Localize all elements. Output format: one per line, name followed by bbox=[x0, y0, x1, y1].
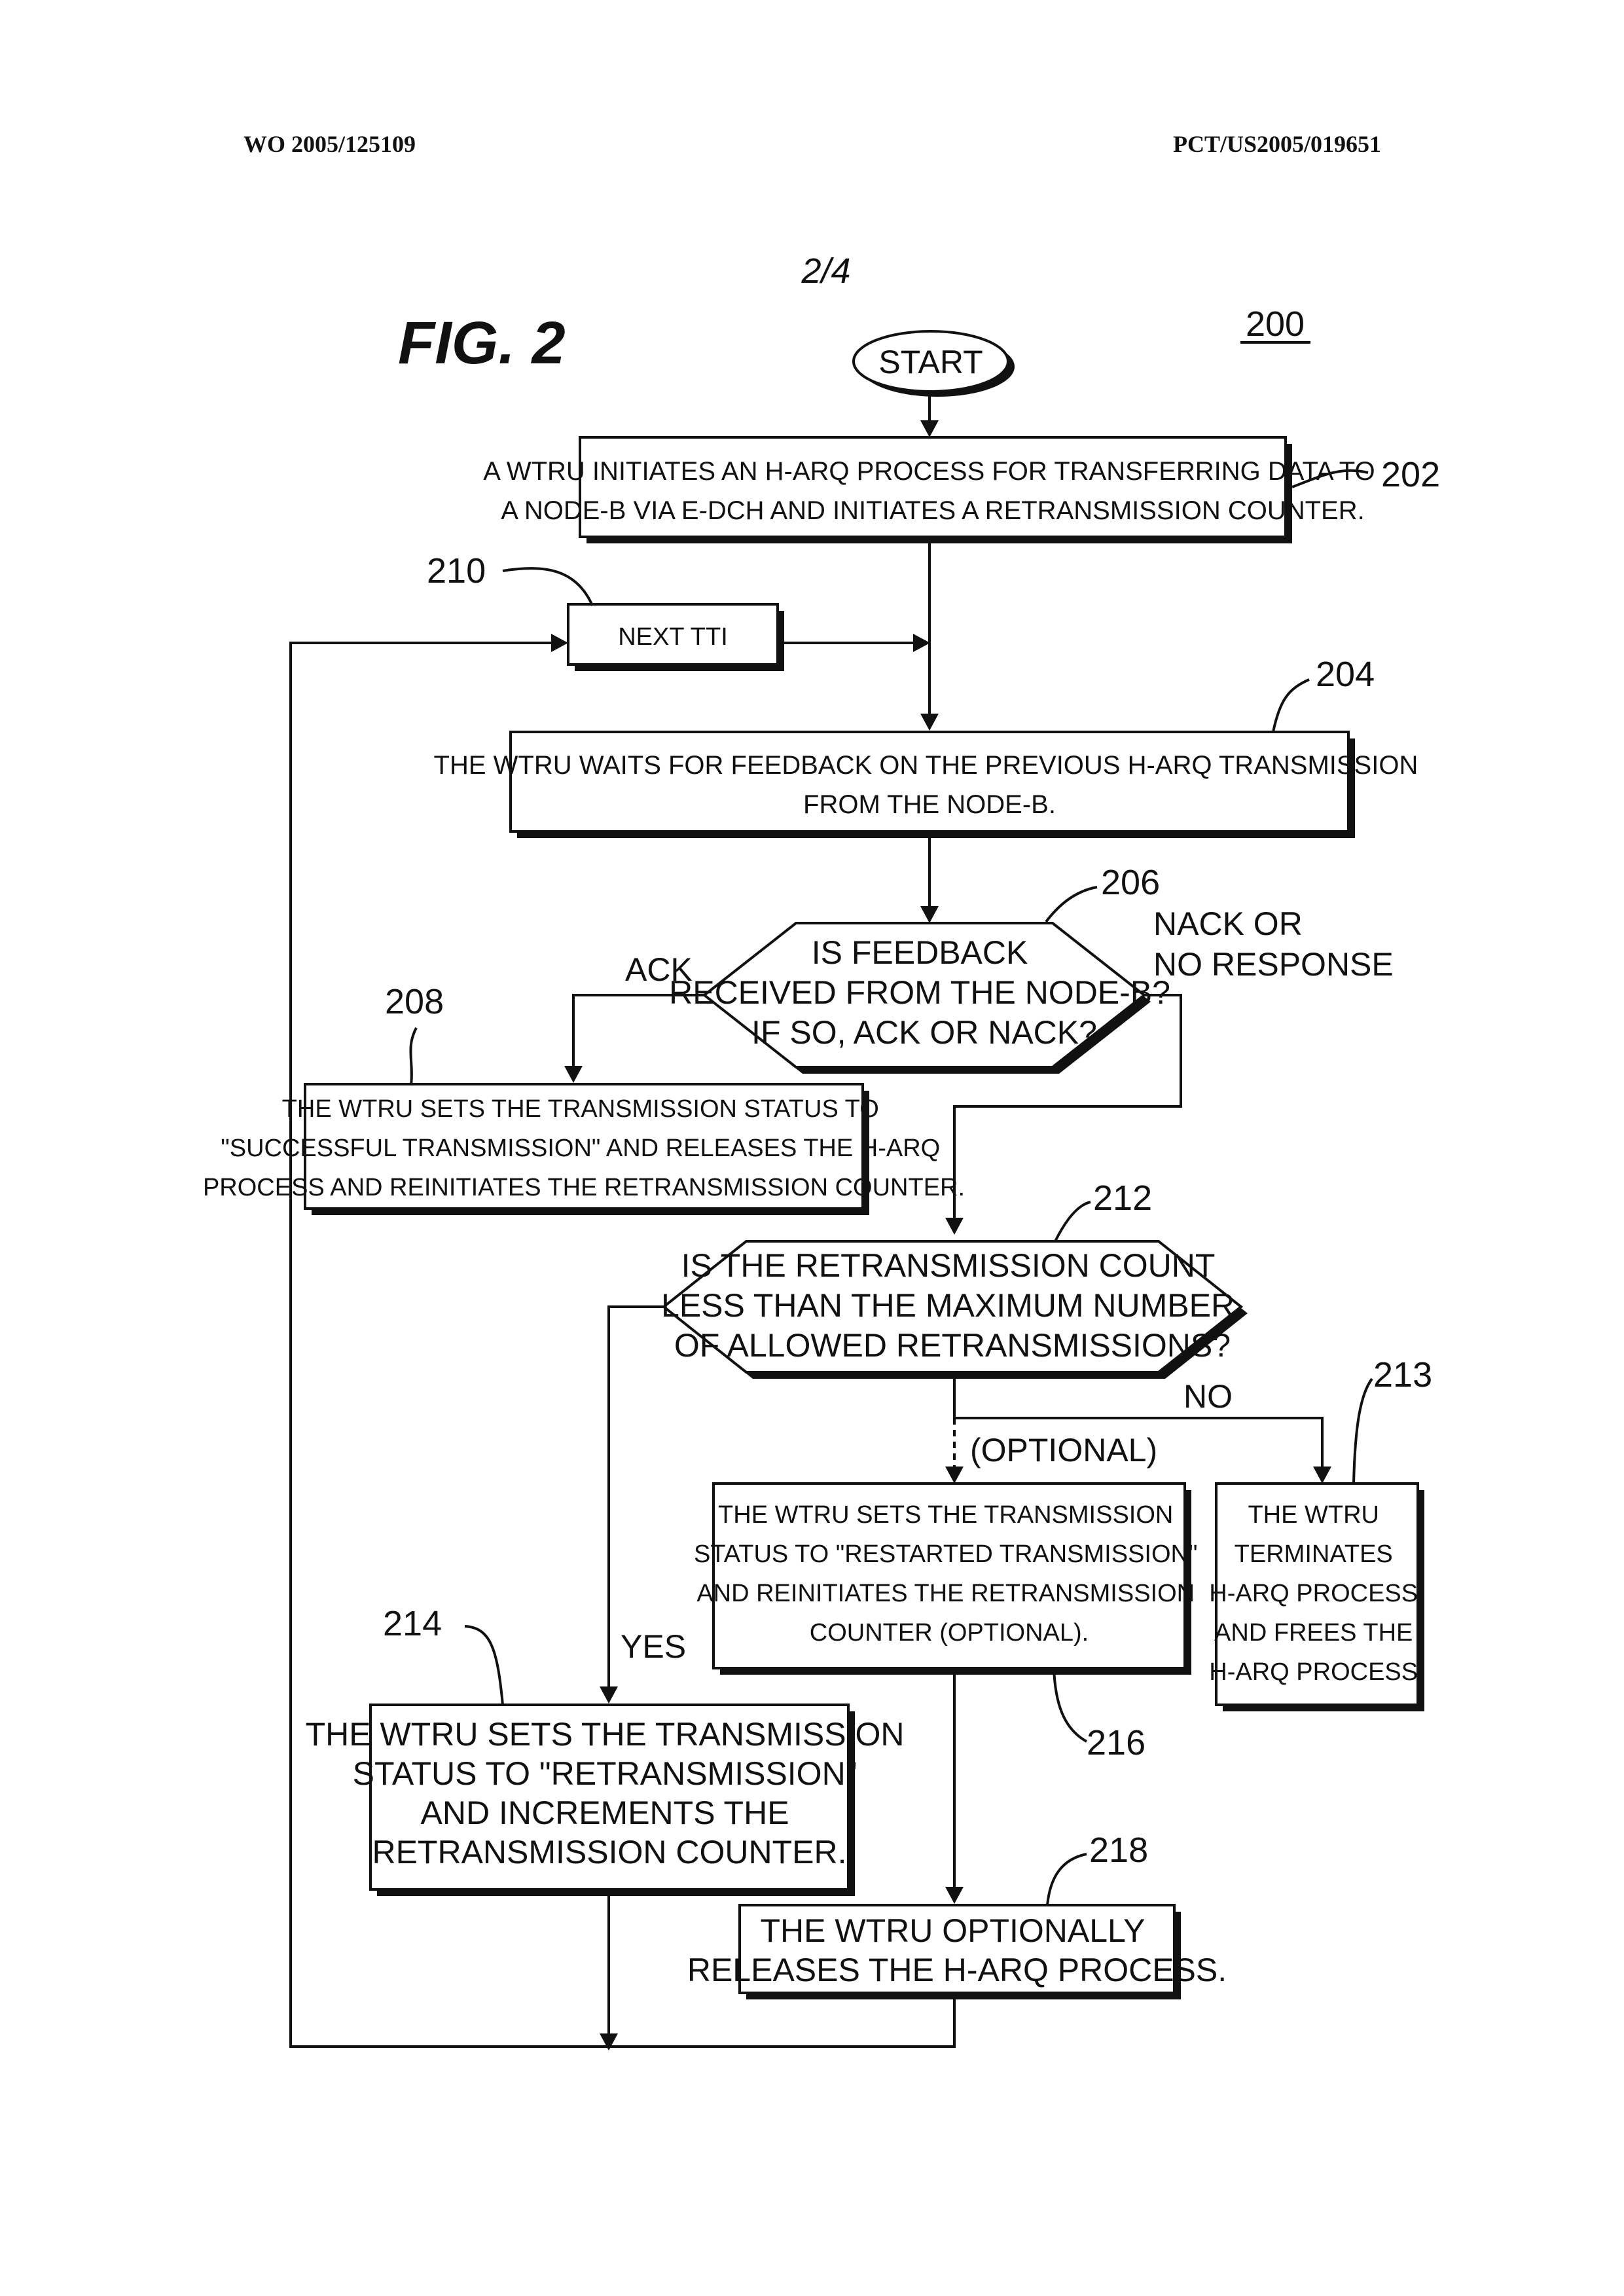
step-204-line-1: THE WTRU WAITS FOR FEEDBACK ON THE PREVI… bbox=[434, 751, 1418, 780]
ref-208: 208 bbox=[385, 982, 444, 1021]
decision-206-line-2: RECEIVED FROM THE NODE-B? bbox=[669, 974, 1170, 1011]
step-214-line-1: THE WTRU SETS THE TRANSMISSION bbox=[306, 1716, 905, 1753]
edge-label-yes: YES bbox=[621, 1628, 686, 1665]
ref-216: 216 bbox=[1087, 1723, 1146, 1762]
step-210-next-tti: NEXT TTI bbox=[568, 604, 784, 671]
edge-label-no: NO bbox=[1183, 1378, 1233, 1415]
step-218-line-1: THE WTRU OPTIONALLY bbox=[760, 1912, 1145, 1949]
decision-206-line-1: IS FEEDBACK bbox=[812, 934, 1028, 971]
edge-label-optional: (OPTIONAL) bbox=[970, 1432, 1157, 1468]
decision-206-feedback-received: IS FEEDBACK RECEIVED FROM THE NODE-B? IF… bbox=[669, 923, 1180, 1074]
step-204-wait-feedback: THE WTRU WAITS FOR FEEDBACK ON THE PREVI… bbox=[434, 732, 1426, 838]
ref-202: 202 bbox=[1381, 455, 1440, 494]
ref-212-leader bbox=[1055, 1202, 1091, 1241]
decision-212-line-1: IS THE RETRANSMISSION COUNT bbox=[681, 1247, 1215, 1284]
step-210-label: NEXT TTI bbox=[618, 623, 728, 651]
svg-text:THE WTRU SETS THE TRANSMISSION: THE WTRU SETS THE TRANSMISSION STATUS TO… bbox=[203, 1095, 965, 1201]
step-214-retransmission: THE WTRU SETS THE TRANSMISSION STATUS TO… bbox=[306, 1705, 914, 1896]
step-216-line-1: THE WTRU SETS THE TRANSMISSION bbox=[718, 1501, 1173, 1529]
step-208-line-3: PROCESS AND REINITIATES THE RETRANSMISSI… bbox=[203, 1174, 965, 1201]
decision-212-retransmission-count: IS THE RETRANSMISSION COUNT LESS THAN TH… bbox=[661, 1241, 1248, 1379]
edge-label-nack: NACK OR NO RESPONSE bbox=[1153, 905, 1394, 983]
step-216-restarted-transmission: THE WTRU SETS THE TRANSMISSION STATUS TO… bbox=[694, 1484, 1204, 1675]
ref-214: 214 bbox=[383, 1604, 442, 1643]
step-202-line-1: A WTRU INITIATES AN H-ARQ PROCESS FOR TR… bbox=[483, 457, 1375, 486]
sheet-number: 2/4 bbox=[801, 251, 850, 291]
ref-204-leader bbox=[1273, 680, 1309, 732]
ref-210: 210 bbox=[427, 551, 486, 591]
figure-reference: 200 bbox=[1246, 304, 1305, 344]
figure-title: FIG. 2 bbox=[398, 310, 566, 376]
start-label: START bbox=[878, 344, 983, 380]
step-202-initiate-harq: A WTRU INITIATES AN H-ARQ PROCESS FOR TR… bbox=[483, 437, 1382, 543]
step-216-line-2: STATUS TO "RESTARTED TRANSMISSION" bbox=[694, 1540, 1198, 1568]
ref-206: 206 bbox=[1101, 863, 1160, 902]
step-208-line-2: "SUCCESSFUL TRANSMISSION" AND RELEASES T… bbox=[221, 1135, 940, 1162]
edge-label-ack: ACK bbox=[625, 951, 693, 988]
step-216-line-4: COUNTER (OPTIONAL). bbox=[810, 1619, 1089, 1647]
step-213-line-4: AND FREES THE bbox=[1214, 1619, 1413, 1647]
step-213-line-5: H-ARQ PROCESS. bbox=[1209, 1658, 1424, 1686]
start-terminal: START bbox=[854, 331, 1015, 397]
step-208-successful-transmission: THE WTRU SETS THE TRANSMISSION STATUS TO… bbox=[203, 1084, 965, 1215]
step-213-line-3: H-ARQ PROCESS bbox=[1209, 1580, 1418, 1607]
ref-212: 212 bbox=[1093, 1178, 1152, 1218]
ref-218: 218 bbox=[1089, 1831, 1148, 1870]
step-216-line-3: AND REINITIATES THE RETRANSMISSION bbox=[696, 1580, 1195, 1607]
step-214-line-2: STATUS TO "RETRANSMISSION" bbox=[353, 1755, 857, 1792]
ref-218-leader bbox=[1047, 1854, 1087, 1905]
step-218-line-2: RELEASES THE H-ARQ PROCESS. bbox=[687, 1952, 1227, 1988]
ref-214-leader bbox=[465, 1626, 503, 1705]
decision-206-line-3: IF SO, ACK OR NACK? bbox=[751, 1014, 1097, 1051]
ref-204: 204 bbox=[1316, 655, 1375, 694]
ref-210-leader bbox=[503, 568, 592, 606]
ref-213: 213 bbox=[1373, 1355, 1432, 1394]
step-204-line-2: FROM THE NODE-B. bbox=[803, 790, 1056, 819]
step-214-line-4: RETRANSMISSION COUNTER. bbox=[372, 1834, 846, 1870]
step-213-line-2: TERMINATES bbox=[1235, 1540, 1393, 1568]
step-214-line-3: AND INCREMENTS THE bbox=[421, 1795, 789, 1831]
ref-206-leader bbox=[1046, 887, 1097, 922]
step-213-terminate-harq: THE WTRU TERMINATES H-ARQ PROCESS AND FR… bbox=[1209, 1484, 1424, 1711]
step-202-line-2: A NODE-B VIA E-DCH AND INITIATES A RETRA… bbox=[501, 496, 1364, 525]
publication-number: WO 2005/125109 bbox=[244, 131, 416, 157]
ref-213-leader bbox=[1354, 1379, 1372, 1484]
ref-216-leader bbox=[1054, 1668, 1087, 1741]
step-213-line-1: THE WTRU bbox=[1248, 1501, 1379, 1529]
step-218-release-harq: THE WTRU OPTIONALLY RELEASES THE H-ARQ P… bbox=[687, 1905, 1227, 1999]
decision-212-line-2: LESS THAN THE MAXIMUM NUMBER bbox=[661, 1287, 1235, 1324]
decision-212-line-3: OF ALLOWED RETRANSMISSIONS? bbox=[674, 1327, 1231, 1364]
step-208-line-1: THE WTRU SETS THE TRANSMISSION STATUS TO bbox=[282, 1095, 879, 1123]
application-number: PCT/US2005/019651 bbox=[1173, 131, 1381, 157]
svg-text:IS THE RETRANSMISSION COUNT: IS THE RETRANSMISSION COUNT LESS THAN TH… bbox=[661, 1247, 1244, 1364]
ref-208-leader bbox=[410, 1028, 416, 1085]
